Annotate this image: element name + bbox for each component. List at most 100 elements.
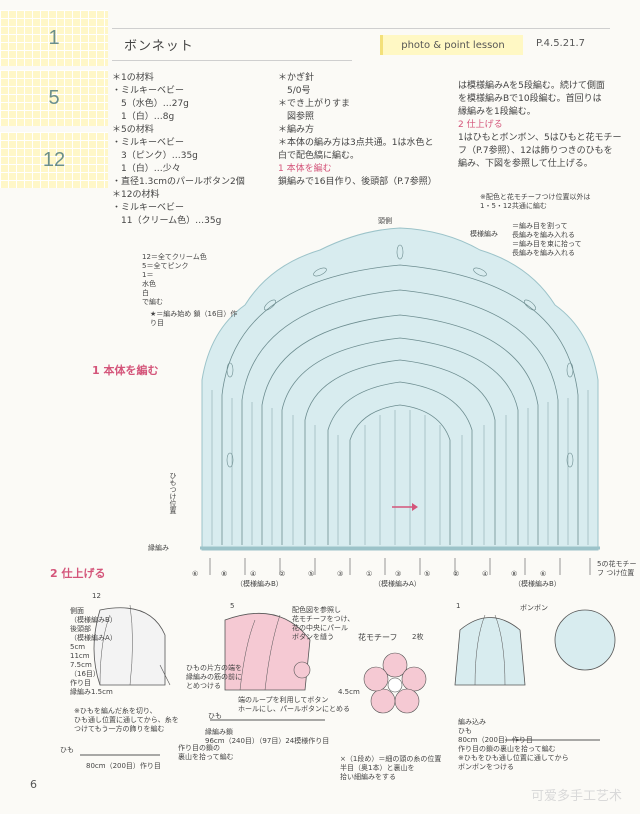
instruction-line: ＊でき上がりすま [278,99,351,109]
diagram-label: ボンボンをつける [458,763,514,771]
tab-12[interactable]: 12 [0,132,108,188]
instruction-line: 1はひもとボンボン、5はひもと花モチー [458,133,622,143]
flower-title: 花モチーフ [358,633,398,642]
legend-line: 長編みを編み入れる [512,249,575,257]
diagram-label: 作り目 [70,679,91,687]
measure-line: 96cm（240目）（97目）24模様作り目 [205,737,330,745]
flower-position: 5の花モチーフ つけ位置 [597,560,637,577]
tie-position: ひもつけ位置 [169,472,177,514]
note-line: 端のループを利用してボタン [238,696,329,704]
instruction-line: 縁編みを1段編む。 [458,107,536,117]
note-line: 花の中央にパール [292,624,348,632]
material-line: 1（白）…8g [112,112,175,122]
flower-count: 2枚 [412,633,424,641]
row-number: ⑤ [308,570,317,578]
diagram-label: ひも [458,727,472,735]
diagram-label: 側面 [70,607,84,615]
diagram-label: 後頭部 [70,625,91,633]
instruction-line: 編み、下図を参照して仕上げる。 [458,159,593,169]
title-rule [112,60,352,61]
section-finish: 2 仕上げる [50,567,106,580]
num-5: 5 [230,602,235,610]
page-refs: P.4.5.21.7 [536,38,585,49]
tab-label: 1 [48,26,60,49]
diagram-label: （模様編みB） [70,616,117,624]
measure-line: 縁編み鎖 [205,728,233,736]
note-line: ボタンを縫う [292,633,334,641]
legend-line: ＝編み目を束に拾って [512,240,582,248]
tab-label: 12 [42,148,66,171]
stitch-chart [200,227,600,575]
instruction-line: 2 仕上げる [458,120,503,130]
legend-line: 長編みを編み入れる [512,231,575,239]
note-line: 1・5・12共通に編む [480,202,547,210]
row-number: ④ [482,570,491,578]
bonnet-1-illustration [454,614,526,686]
instruction-line: 鎖編みで16目作り、後頭部（P.7参照） [278,177,437,187]
note-line: 半目（奥1本）と裏山を [340,764,415,772]
material-line: ＊12の材料 [112,190,160,200]
pattern-b-left: （模様編みB） [236,580,283,588]
instruction-line: 1 本体を編む [278,164,332,174]
pattern-legend-label: 模様編み [470,230,498,238]
chain-note: ★＝編み始め 鎖（16目）作り目 [150,310,238,327]
row-number: ④ [250,570,259,578]
note-line: 拾い細編みをする [340,773,396,781]
note-line: ひもの片方の端を [186,664,242,672]
row-number: ③ [395,570,404,578]
diagram-label: 11cm [70,652,90,660]
diagram-label: 5cm [70,643,86,651]
note-line: ひも通し位置に通してから、糸を [74,716,179,724]
note-line: 花モチーフをつけ、 [292,615,355,623]
row-number: ⑥ [540,570,549,578]
note-line: つけてもう一方の飾りを編む [74,725,165,733]
pattern-a: （模様編みA） [374,580,421,588]
bonnet-12-illustration [93,604,171,686]
instruction-line: ＊本体の編み方は3点共通。1は水色と [278,138,434,148]
row-number: ⑤ [424,570,433,578]
legend-line: 1＝ [142,271,154,279]
note-line: ×（1段め）＝細の頭の糸の位置 [340,755,442,763]
lesson-badge: photo & point lesson [380,35,523,55]
material-line: 5（水色）…27g [112,99,189,109]
note-line: 配色図を参照し [292,606,341,614]
materials-column-1: ＊1の材料・ミルキーベビー 5（水色）…27g 1（白）…8g＊5の材料・ミルキ… [112,72,272,228]
diagram-label: 縁編み1.5cm [70,688,113,696]
item12-notes: ※ひもを編んだ糸を切り、ひも通し位置に通してから、糸をつけてもう一方の飾りを編む [74,707,179,734]
bonnet-5-illustration [224,612,311,691]
item5-notes: 配色図を参照し花モチーフをつけ、花の中央にパールボタンを縫う [292,606,354,642]
head-label: 頭側 [378,217,392,225]
material-line: ＊5の材料 [112,125,154,135]
flower-size: 4.5cm [338,688,360,696]
row-number: ② [279,570,288,578]
diagram-label: 編み込み [458,718,486,726]
legend-line: 水色 [142,280,156,288]
legend-line: 12＝全てクリーム色 [142,253,207,261]
row-number: ⑥ [192,570,201,578]
tab-label: 5 [48,86,60,109]
tab-1[interactable]: 1 [0,10,108,66]
material-line: ・ミルキーベビー [112,86,185,96]
pompon-illustration [554,609,616,671]
diagram-label: （16目） [70,670,100,678]
num-1: 1 [456,602,461,610]
instruction-line: ＊かぎ針 [278,73,315,83]
legend-line: ＝編み目を割って [512,222,568,230]
note-line: とめつける [186,682,221,690]
tab-5[interactable]: 5 [0,70,108,126]
pompon-label: ボンボン [520,604,548,612]
row-number: ③ [337,570,346,578]
lesson-label: photo & point lesson [401,39,505,51]
note-line: 作り目の鎖の [178,744,220,752]
edge-label: 縁編み [148,544,169,552]
note-line: 裏山を拾って編む [178,753,234,761]
instruction-line: 図参照 [278,112,315,122]
row-arrows [209,558,591,575]
legend-suffix: で編む [142,298,163,306]
